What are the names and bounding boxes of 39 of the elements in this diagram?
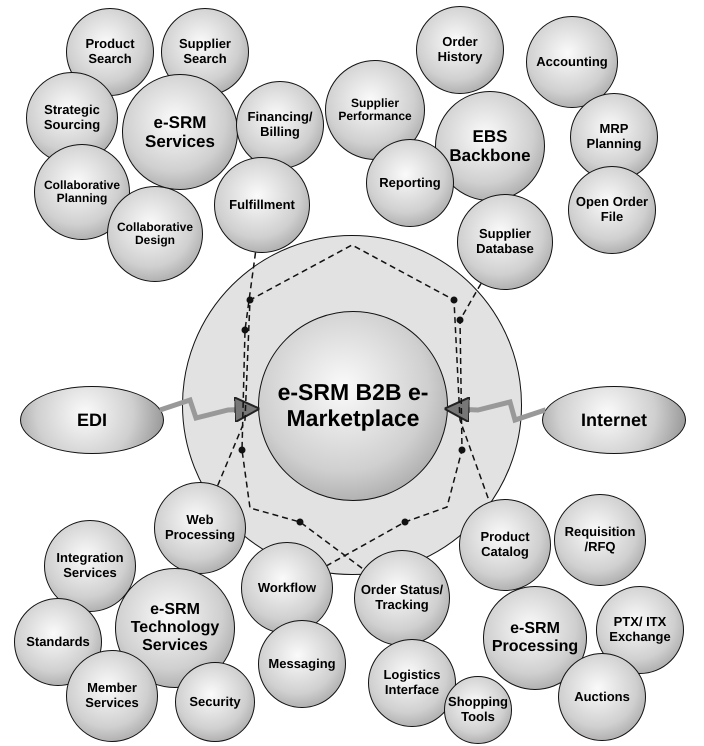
node-label: Product Search [84,37,136,67]
lightning-arrow [443,396,548,424]
node-label: e-SRM Services [144,112,216,152]
node-label: Member Services [84,681,140,711]
node-label: Collaborative Planning [42,178,122,206]
dashed-connector [241,252,364,570]
node-label: Shopping Tools [448,695,508,725]
node-label: EBS Backbone [448,126,532,166]
node-label: Financing/ Billing [246,110,314,140]
node-label: Integration Services [55,551,125,581]
node-label: e-SRM B2B e-Marketplace [276,380,430,432]
node-label: Supplier Search [178,37,232,67]
node-label: Product Catalog [479,530,531,560]
node-label: Order History [436,35,484,65]
lightning-arrow [158,396,261,424]
node-label: e-SRM Processing [490,620,580,656]
node-label: Order Status/ Tracking [360,583,444,613]
node-label: EDI [76,410,107,430]
node-label: Open Order File [574,195,650,225]
node-label: Standards [26,634,90,650]
node-label: Security [189,694,241,710]
node-label: Supplier Performance [337,96,413,124]
node-label: e-SRM Technology Services [130,601,220,655]
node-label: Workflow [258,580,316,596]
node-label: Accounting [536,54,608,70]
node-label: Web Processing [164,513,236,543]
node-label: Collaborative Design [116,220,194,248]
node-label: MRP Planning [586,122,642,152]
node-label: Strategic Sourcing [42,103,102,133]
node-label: Logistics Interface [382,668,442,698]
node-label: Requisition /RFQ [564,525,636,555]
node-label: Messaging [268,656,336,672]
node-label: Reporting [379,176,441,190]
dashed-connector [326,283,482,566]
node-label: Auctions [574,690,630,704]
node-label: PTX/ ITX Exchange [608,615,672,645]
node-label: Internet [580,410,647,430]
node-label: Supplier Database [475,227,535,257]
node-label: Fulfillment [229,198,295,212]
